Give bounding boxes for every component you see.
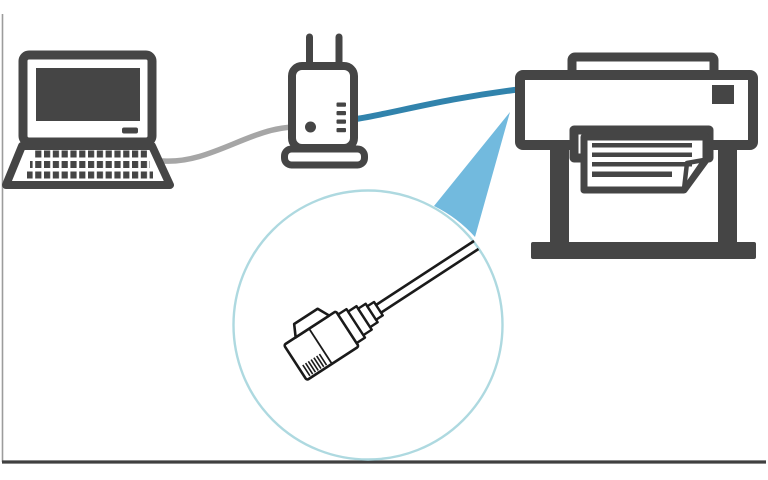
sheet-fold-corner xyxy=(681,157,707,192)
connector-latch xyxy=(292,307,331,339)
connector-plug xyxy=(283,300,384,381)
connector-facet-line xyxy=(308,328,333,365)
laptop-keyboard xyxy=(27,150,153,179)
sheet-print-lines xyxy=(592,143,692,177)
printer-control-panel xyxy=(712,85,734,104)
connector-boot xyxy=(336,300,384,345)
boot-ridge xyxy=(366,300,384,321)
frame xyxy=(1,14,766,464)
connector-pin xyxy=(307,360,317,373)
router-status-lights xyxy=(336,102,346,133)
laptop-icon xyxy=(2,50,174,189)
connector-pin xyxy=(315,355,325,368)
connector-pins xyxy=(302,353,328,377)
connector-pin xyxy=(313,357,322,370)
computer-router-cable xyxy=(160,124,297,164)
connector-pin xyxy=(302,364,311,377)
laptop-indicator xyxy=(122,127,138,134)
connector-pin xyxy=(304,362,314,375)
connector-cable-line-bottom xyxy=(379,247,480,315)
ethernet-connector-icon xyxy=(283,239,480,381)
router-led xyxy=(305,121,316,133)
router-printer-cable xyxy=(353,86,525,122)
large-format-printer-icon xyxy=(515,52,758,259)
keyboard-row xyxy=(27,171,153,179)
laptop-screen xyxy=(36,68,140,121)
keyboard-row xyxy=(33,150,147,158)
printer-leg-left xyxy=(550,150,569,245)
connector-pin xyxy=(318,353,328,366)
print-line xyxy=(592,162,692,167)
printer-stand-base xyxy=(531,242,756,259)
status-light xyxy=(336,111,346,116)
callout-wedge xyxy=(434,112,510,237)
router-body xyxy=(288,62,358,152)
print-line xyxy=(592,152,692,157)
status-light xyxy=(336,128,346,133)
status-light xyxy=(336,119,346,124)
printer-leg-right xyxy=(718,150,737,245)
print-line xyxy=(592,143,692,148)
status-light xyxy=(336,102,346,107)
connector-cable-line-top xyxy=(375,239,475,307)
router-base xyxy=(281,145,368,169)
keyboard-row xyxy=(30,161,150,168)
connector-pin xyxy=(310,359,319,371)
print-line xyxy=(592,171,672,177)
router-icon xyxy=(281,33,368,169)
